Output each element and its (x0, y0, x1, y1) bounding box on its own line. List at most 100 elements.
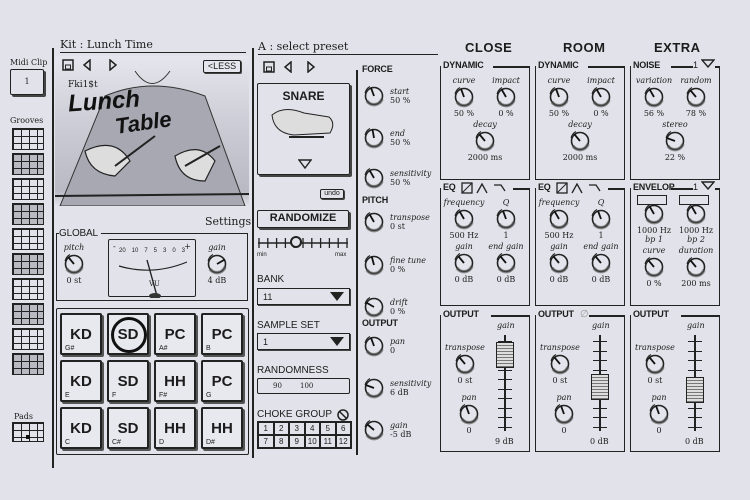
force-pan-knob[interactable] (362, 334, 386, 358)
groove-pattern-4[interactable] (12, 203, 44, 225)
pan-knob[interactable] (457, 402, 481, 426)
previous-kit-icon[interactable] (82, 58, 92, 76)
settings-link[interactable]: Settings (205, 215, 252, 228)
force-gain-knob[interactable] (362, 418, 386, 442)
groove-pattern-1[interactable] (12, 128, 44, 150)
pads-view-button[interactable] (12, 422, 44, 442)
pan-knob[interactable] (552, 402, 576, 426)
choke-group-12[interactable]: 12 (335, 435, 351, 448)
curve-knob[interactable] (547, 85, 571, 109)
transpose-knob[interactable] (643, 352, 667, 376)
randomize-amount-slider[interactable] (257, 236, 349, 248)
duration-knob[interactable] (684, 255, 708, 279)
bank-dropdown[interactable]: 11 (257, 288, 350, 305)
tab-close[interactable]: CLOSE (465, 40, 513, 55)
choke-group-9[interactable]: 9 (289, 435, 305, 448)
random-knob[interactable] (684, 85, 708, 109)
kit-title[interactable]: Kit : Lunch Time (60, 38, 153, 51)
transpose-knob[interactable] (453, 352, 477, 376)
phase-invert-icon[interactable]: ∅ (580, 309, 589, 320)
force-start-knob[interactable] (362, 84, 386, 108)
force-sensitivity-knob[interactable] (362, 376, 386, 400)
choke-group-4[interactable]: 4 (304, 422, 320, 435)
save-preset-icon[interactable] (263, 60, 275, 78)
choke-group-1[interactable]: 1 (258, 422, 274, 435)
midi-clip-field[interactable]: 1 (10, 69, 44, 95)
groove-pattern-10[interactable] (12, 353, 44, 375)
transpose-knob[interactable] (548, 352, 572, 376)
impact-knob[interactable] (494, 85, 518, 109)
Q-knob[interactable] (494, 207, 518, 231)
clear-choke-icon[interactable] (337, 408, 349, 426)
choke-group-3[interactable]: 3 (289, 422, 305, 435)
choke-group-5[interactable]: 5 (320, 422, 336, 435)
frequency-knob[interactable] (452, 207, 476, 231)
groove-pattern-8[interactable] (12, 303, 44, 325)
pitch-knob[interactable] (62, 252, 86, 276)
Q-knob[interactable] (589, 207, 613, 231)
fader-handle[interactable] (496, 342, 514, 368)
choke-group-10[interactable]: 10 (304, 435, 320, 448)
sample-selector[interactable]: SNARE (257, 83, 350, 175)
randomize-button[interactable]: RANDOMIZE (257, 210, 349, 228)
undo-button[interactable]: undo (320, 189, 344, 199)
next-preset-icon[interactable] (306, 60, 316, 78)
decay-knob[interactable] (473, 129, 497, 153)
choke-group-7[interactable]: 7 (258, 435, 274, 448)
eq-filter-shapes[interactable] (461, 181, 507, 199)
sample-set-dropdown[interactable]: 1 (257, 333, 350, 350)
fader-handle[interactable] (591, 373, 609, 400)
save-icon[interactable] (62, 58, 74, 76)
frequency-knob[interactable] (547, 207, 571, 231)
eq-filter-shapes[interactable] (556, 181, 602, 199)
choke-group-11[interactable]: 11 (320, 435, 336, 448)
type-selector[interactable]: 1 (692, 59, 716, 70)
gain-knob[interactable] (452, 251, 476, 275)
pan-knob[interactable] (647, 402, 671, 426)
force-fine-tune-knob[interactable] (362, 253, 386, 277)
stereo-knob[interactable] (663, 129, 687, 153)
force-end-knob[interactable] (362, 126, 386, 150)
less-button[interactable]: <LESS (203, 60, 241, 73)
choke-group-6[interactable]: 6 (335, 422, 351, 435)
choke-group-2[interactable]: 2 (273, 422, 289, 435)
previous-preset-icon[interactable] (283, 60, 293, 78)
fader-handle[interactable] (686, 377, 704, 403)
tab-extra[interactable]: EXTRA (654, 40, 701, 55)
breakpoint-2-display[interactable] (679, 195, 709, 205)
global-gain-knob[interactable] (205, 252, 229, 276)
preset-title[interactable]: A : select preset (258, 40, 349, 53)
next-kit-icon[interactable] (108, 58, 118, 76)
force-drift-knob[interactable] (362, 295, 386, 319)
bp-2-knob[interactable] (684, 202, 708, 226)
gain-fader[interactable] (495, 335, 515, 431)
variation-knob[interactable] (642, 85, 666, 109)
randomness-range[interactable]: 90 100 (257, 378, 350, 394)
pad-2[interactable]: SD (107, 313, 149, 355)
end-gain-knob[interactable] (494, 251, 518, 275)
decay-knob[interactable] (568, 129, 592, 153)
groove-pattern-7[interactable] (12, 278, 44, 300)
groove-pattern-9[interactable] (12, 328, 44, 350)
end-gain-knob[interactable] (589, 251, 613, 275)
breakpoint-1-display[interactable] (637, 195, 667, 205)
choke-group-8[interactable]: 8 (273, 435, 289, 448)
bp-1-knob[interactable] (642, 202, 666, 226)
impact-knob[interactable] (589, 85, 613, 109)
force-transpose-knob[interactable] (362, 210, 386, 234)
gain-fader[interactable] (590, 335, 610, 431)
force-sensitivity-knob[interactable] (362, 166, 386, 190)
type-selector[interactable]: 1 (692, 181, 716, 192)
gain-fader[interactable] (685, 335, 705, 431)
gain-knob[interactable] (547, 251, 571, 275)
curve-knob[interactable] (642, 255, 666, 279)
